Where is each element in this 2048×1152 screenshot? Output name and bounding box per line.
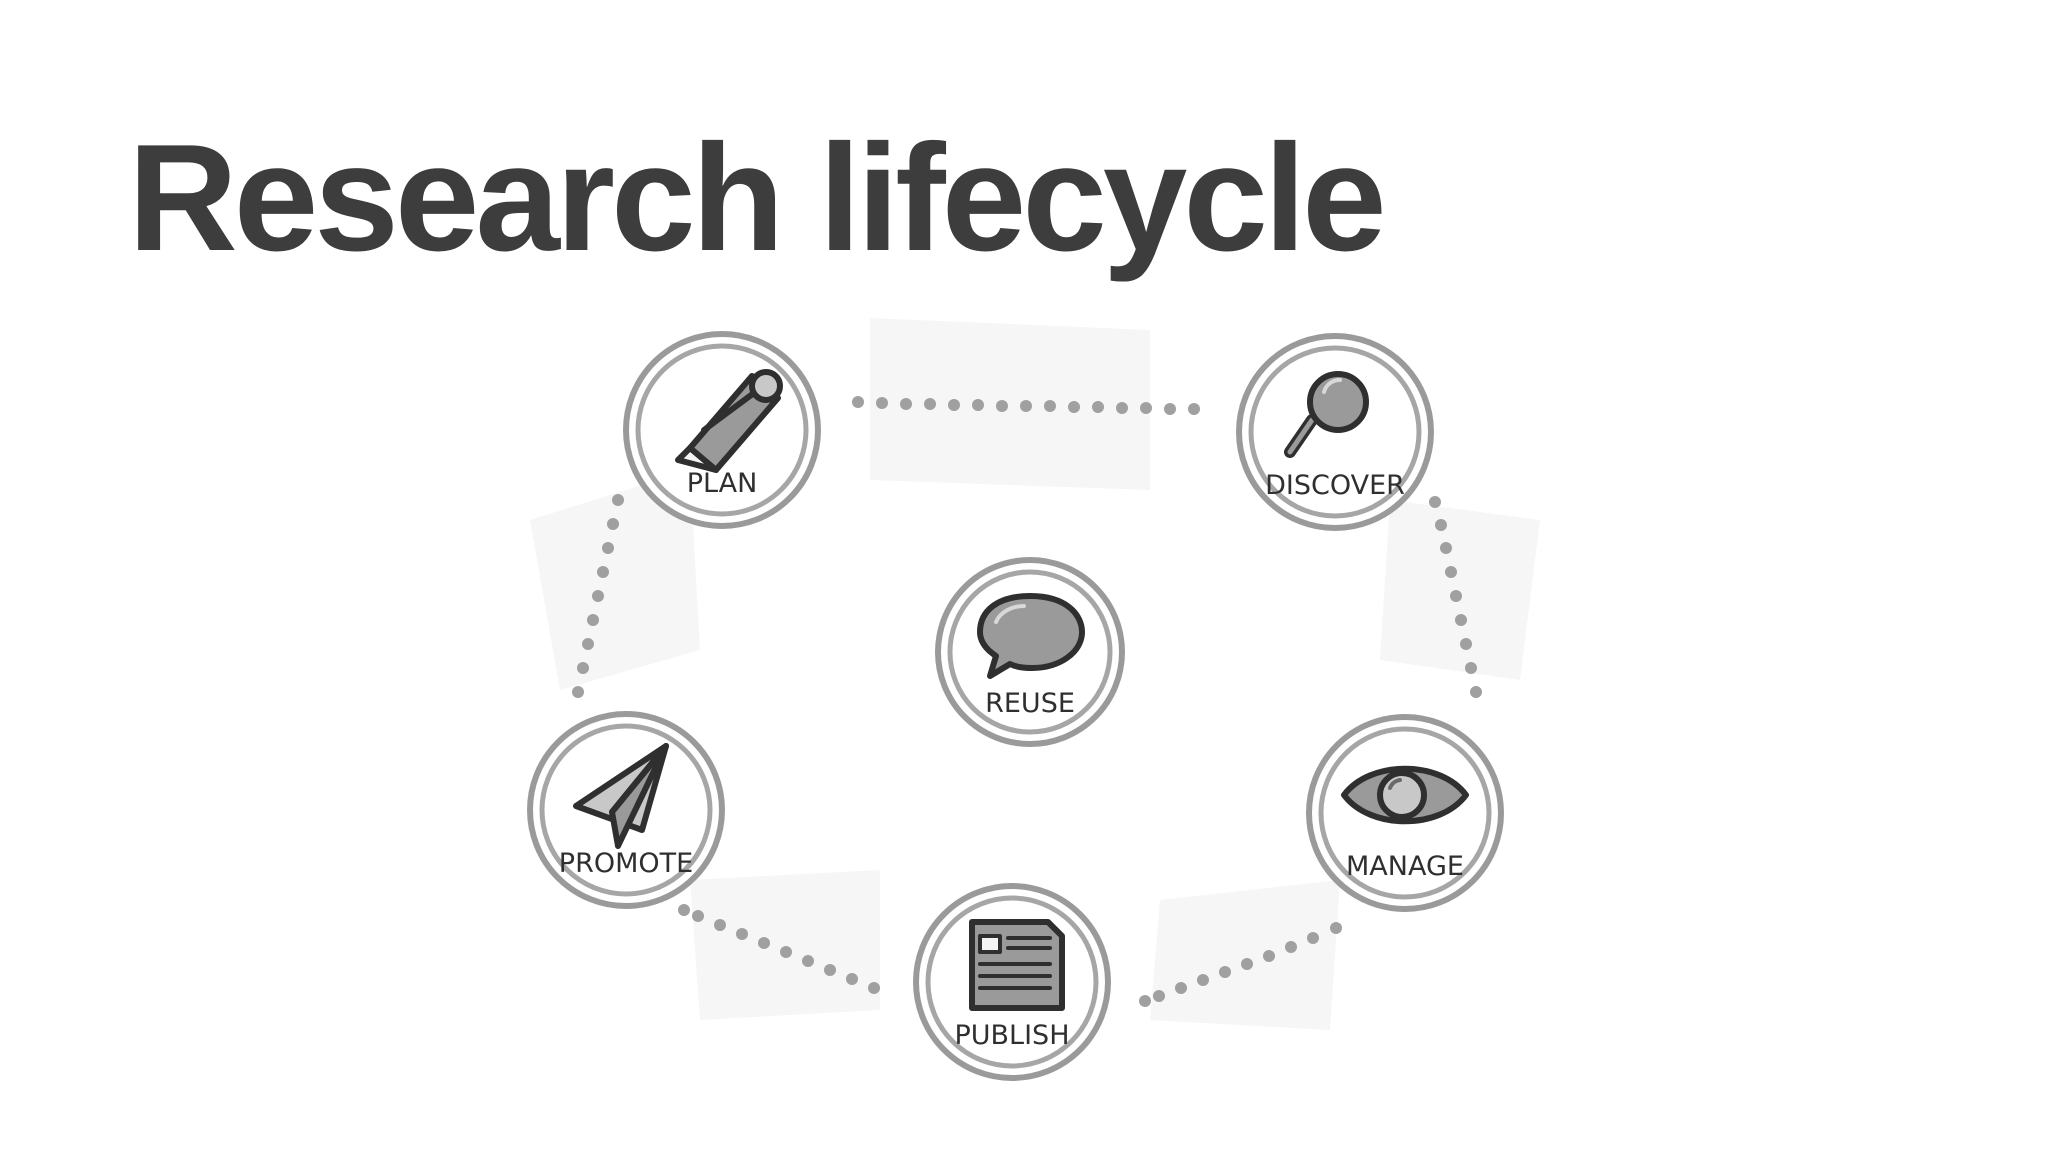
- pencil-icon: [675, 369, 783, 473]
- background-patches: [530, 318, 1540, 1030]
- node-label-plan: PLAN: [687, 468, 758, 499]
- speech-bubble-icon: [977, 593, 1085, 679]
- node-promote: PROMOTE: [527, 711, 725, 909]
- connector-promote-plan: [572, 494, 624, 698]
- connector-discover-manage: [1429, 496, 1482, 698]
- connector-publish-promote: [678, 904, 880, 994]
- magnifier-icon: [1284, 371, 1369, 458]
- node-label-reuse: REUSE: [985, 688, 1075, 719]
- node-label-discover: DISCOVER: [1265, 470, 1405, 501]
- page-title: Research lifecycle: [128, 113, 1387, 283]
- node-manage: MANAGE: [1306, 714, 1504, 912]
- eye-icon: [1341, 765, 1469, 825]
- paper-plane-icon: [573, 743, 669, 849]
- node-publish: PUBLISH: [913, 883, 1111, 1081]
- node-label-manage: MANAGE: [1346, 851, 1464, 882]
- node-label-promote: PROMOTE: [559, 848, 693, 879]
- node-plan: PLAN: [623, 331, 821, 529]
- document-icon: [969, 919, 1065, 1011]
- node-discover: DISCOVER: [1236, 333, 1434, 531]
- node-reuse: REUSE: [935, 557, 1125, 747]
- node-label-publish: PUBLISH: [954, 1020, 1069, 1051]
- connector-plan-discover: [852, 396, 1200, 415]
- connector-manage-publish: [1139, 922, 1342, 1007]
